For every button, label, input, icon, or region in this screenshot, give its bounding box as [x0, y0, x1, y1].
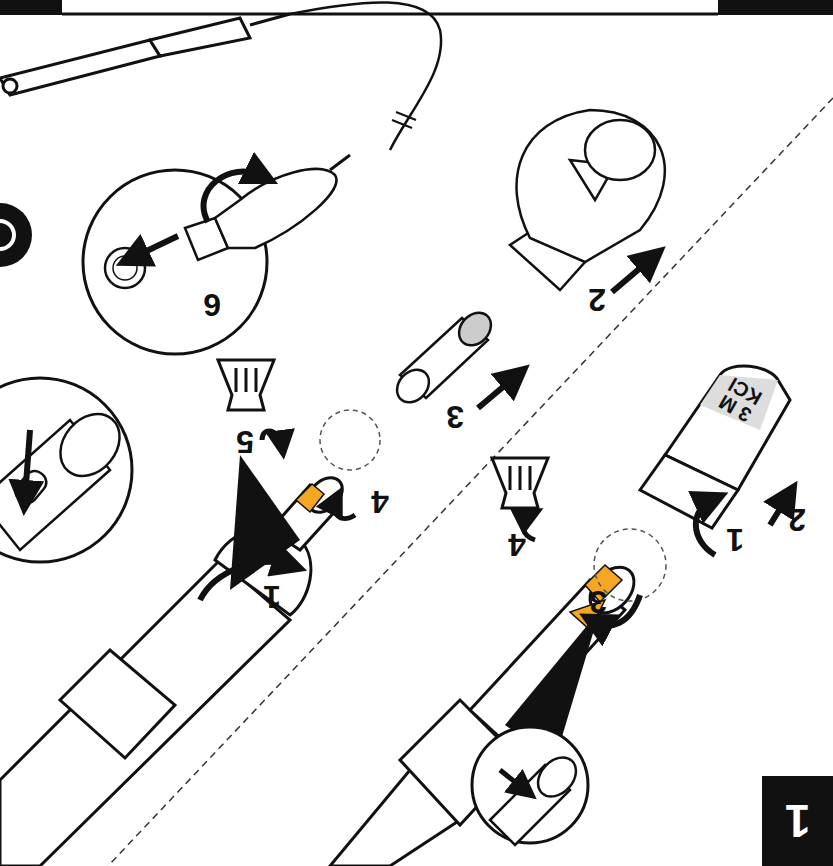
step-number: 1	[785, 794, 811, 848]
callout-number: 2	[777, 504, 817, 536]
step-number-box: 1	[762, 776, 833, 866]
callout-number: 4	[360, 486, 400, 518]
callout-number: 3	[578, 586, 618, 618]
callout-number: 1	[252, 581, 292, 613]
callout-number: 5	[225, 426, 265, 458]
callout-number: 6	[192, 289, 232, 321]
callout-number: 1	[715, 524, 755, 556]
callout-number: 3	[435, 401, 475, 433]
callout-number: 2	[577, 284, 617, 316]
callout-number: 4	[497, 529, 537, 561]
